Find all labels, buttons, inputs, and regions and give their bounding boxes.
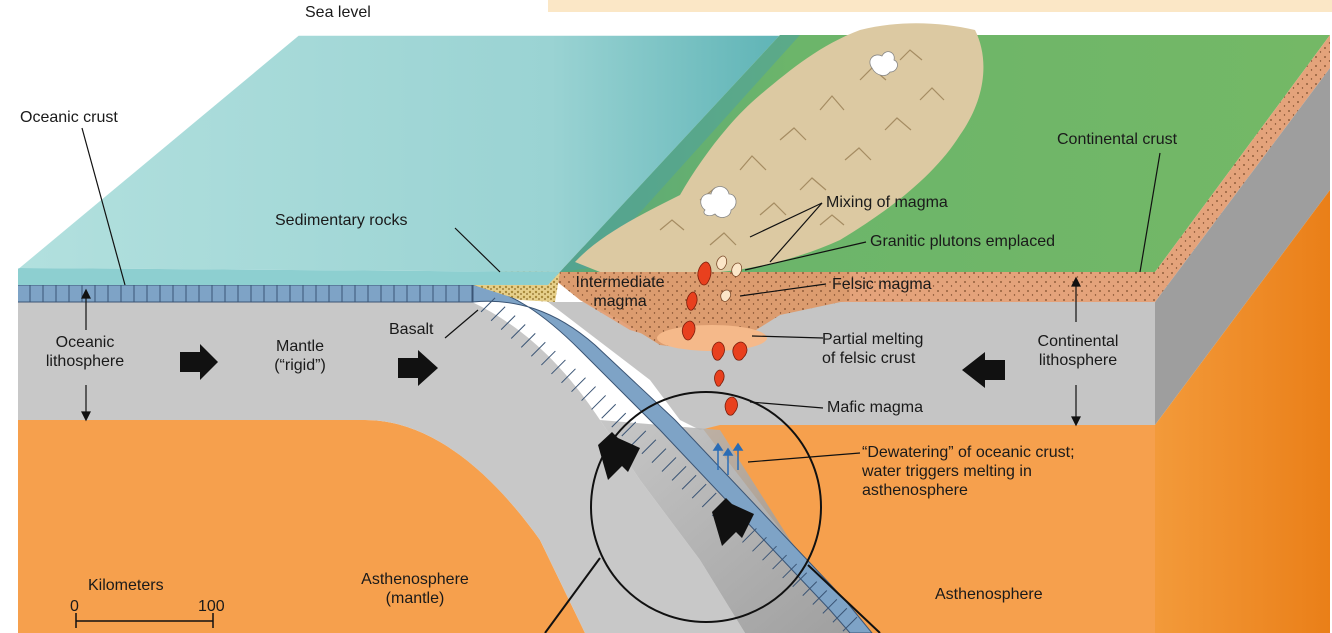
label-basalt: Basalt [389,321,434,338]
ocean-front-face [18,268,560,285]
dewatering-arrows [712,442,744,475]
label-continental-crust: Continental crust [1057,131,1178,148]
oceanic-crust-ticks [29,285,473,302]
mountain-range [575,23,984,272]
ocean-surface [18,35,780,272]
arrow-slab-1 [598,432,640,480]
label-mantle-line2: (“rigid”) [274,357,326,374]
label-mantle-rigid: Mantle (“rigid”) [250,337,350,375]
label-asthenosphere-mantle-line2: (mantle) [385,590,445,607]
oceanic-crust-front [18,285,473,302]
label-sea-level: Sea level [305,4,371,21]
label-asthenosphere-mantle: Asthenosphere (mantle) [345,570,485,608]
label-felsic-magma: Felsic magma [832,276,932,293]
sea-level-line [17,34,299,269]
arrow-right-2 [398,350,438,386]
label-oceanic-lithosphere: Oceanic lithosphere [25,333,145,371]
asthenosphere-front-right [700,425,1155,633]
label-dewatering: “Dewatering” of oceanic crust; water tri… [862,443,1075,500]
label-asthenosphere-mantle-line1: Asthenosphere [361,571,469,588]
label-continental-lithosphere: Continental lithosphere [1018,332,1138,370]
label-mantle-line1: Mantle [275,338,325,355]
label-dewatering-line2: water triggers melting in [862,463,1032,480]
magma-droplets [681,261,748,416]
label-partial-melting: Partial melting of felsic crust [822,330,923,368]
label-continental-lithosphere-line1: Continental [1037,333,1119,350]
label-asthenosphere-right: Asthenosphere [935,586,1043,603]
label-dewatering-line3: asthenosphere [862,482,968,499]
volcano-cloud-top [869,51,898,76]
side-crust-dots [1155,35,1330,302]
asthenosphere-front [18,420,585,633]
label-intermediate-magma-line2: magma [593,293,647,310]
label-partial-melting-line1: Partial melting [822,331,924,348]
label-intermediate-magma: Intermediate magma [560,273,680,311]
arrow-slab-2 [712,498,754,546]
label-oceanic-lithosphere-line1: Oceanic [55,334,115,351]
zoom-line-right [807,564,881,633]
label-intermediate-magma-line1: Intermediate [575,274,665,291]
header-strip [548,0,1332,12]
side-lithosphere [1155,68,1330,425]
motion-arrows [180,344,1005,546]
thickness-arrows [81,276,1081,427]
arrow-right-1 [180,344,218,380]
scale-bar [75,613,214,628]
partial-melt-zone [657,325,767,351]
zoom-line-left [544,557,601,633]
volcano-cloud-mid [700,186,737,218]
leader-lines [81,127,1161,463]
label-dewatering-line1: “Dewatering” of oceanic crust; [862,444,1075,461]
label-granitic-plutons: Granitic plutons emplaced [870,233,1055,250]
magnifier-circle [590,391,822,623]
label-partial-melting-line2: of felsic crust [822,350,916,367]
scale-bar-title: Kilometers [88,577,164,594]
label-mixing-of-magma: Mixing of magma [826,194,948,211]
arrow-left-cont [962,352,1005,388]
subducting-crust [472,284,873,633]
label-oceanic-lithosphere-line2: lithosphere [45,353,125,370]
coastal-shelf [560,35,800,272]
oceanic-lithosphere-front [18,302,745,633]
label-oceanic-crust: Oceanic crust [20,109,118,126]
label-sedimentary-rocks: Sedimentary rocks [275,212,408,229]
felsic-blobs [716,255,743,302]
label-continental-lithosphere-line2: lithosphere [1038,352,1118,369]
side-asthenosphere [1155,190,1330,633]
scale-bar-tick-0: 0 [70,598,79,615]
scale-bar-tick-100: 100 [198,598,225,615]
label-mafic-magma: Mafic magma [827,399,924,416]
